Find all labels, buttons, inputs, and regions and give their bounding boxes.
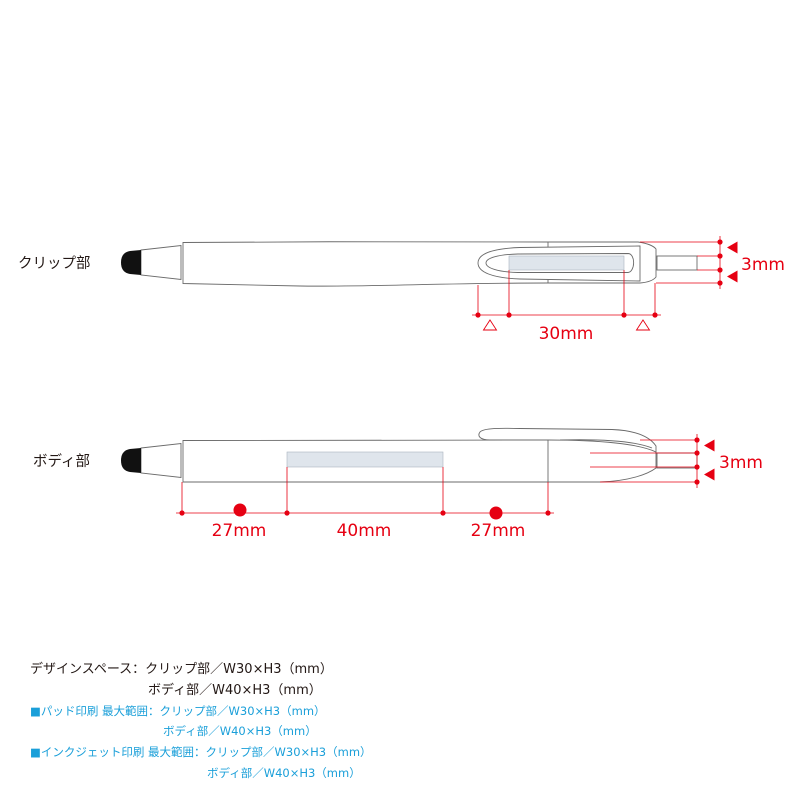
design-space-body-note: ボディ部／W40×H3（mm）: [148, 682, 322, 698]
dimension-dot: [717, 239, 723, 245]
spec-notes: デザインスペース：クリップ部／W30×H3（mm） ボディ部／W40×H3（mm…: [30, 661, 372, 780]
stylus-collar: [140, 244, 182, 281]
body-width-value: 40mm: [337, 521, 392, 541]
arrow-triangle: [727, 241, 738, 254]
dimension-dot: [506, 312, 512, 318]
clip-print-area: [508, 255, 625, 271]
clip-height-value: 3mm: [741, 255, 785, 275]
dimension-dot: [621, 312, 627, 318]
dimension-dot: [652, 312, 658, 318]
dimension-dot: [717, 280, 723, 286]
body-left-margin-value: 27mm: [212, 521, 267, 541]
stylus-tip: [121, 448, 141, 473]
pen-end-knob: [656, 452, 698, 469]
margin-circle-marker: [233, 503, 247, 517]
dimension-dot: [475, 312, 481, 318]
body-view: ボディ部 3mm: [33, 427, 763, 541]
clip-inner-loop: [485, 253, 635, 273]
margin-triangle-marker: [482, 319, 498, 331]
margin-circle-marker: [489, 506, 503, 520]
arrow-triangle: [727, 270, 738, 283]
clip-inner-edge: [559, 439, 653, 449]
stylus-collar: [140, 442, 182, 479]
dimension-dot: [694, 437, 700, 443]
body-height-dimension: 3mm: [590, 434, 763, 488]
dimension-dot: [717, 267, 723, 273]
design-space-clip-note: デザインスペース：クリップ部／W30×H3（mm）: [30, 661, 333, 677]
clip-view-label: クリップ部: [18, 255, 91, 272]
body-width-dimension: 27mm 40mm 27mm: [176, 467, 554, 541]
inkjet-printing-clip-note: ■インクジェット印刷 最大範囲：クリップ部／W30×H3（mm）: [30, 745, 372, 759]
dimension-dot: [545, 510, 551, 516]
pad-printing-body-note: ボディ部／W40×H3（mm）: [163, 724, 317, 738]
body-right-margin-value: 27mm: [471, 521, 526, 541]
body-print-area: [286, 451, 444, 468]
pen-end-knob: [656, 255, 698, 271]
margin-triangle-marker: [635, 319, 651, 331]
dimension-dot: [694, 479, 700, 485]
arrow-triangle: [704, 468, 715, 481]
dimension-dot: [440, 510, 446, 516]
clip-width-dimension: 30mm: [472, 270, 661, 344]
clip-view: クリップ部 3mm: [18, 236, 785, 344]
body-view-label: ボディ部: [33, 452, 90, 470]
dimension-dot: [694, 464, 700, 470]
clip-height-dimension: 3mm: [640, 236, 785, 289]
dimension-dot: [179, 510, 185, 516]
stylus-tip: [121, 250, 141, 275]
body-view-pen: [121, 427, 698, 483]
arrow-triangle: [704, 439, 715, 452]
clip-width-value: 30mm: [539, 324, 594, 344]
dimension-dot: [694, 450, 700, 456]
pad-printing-clip-note: ■パッド印刷 最大範囲：クリップ部／W30×H3（mm）: [30, 704, 326, 718]
body-height-value: 3mm: [719, 453, 763, 473]
dimension-dot: [717, 253, 723, 259]
dimension-dot: [284, 510, 290, 516]
clip-view-pen: [121, 241, 698, 287]
inkjet-printing-body-note: ボディ部／W40×H3（mm）: [207, 766, 361, 780]
